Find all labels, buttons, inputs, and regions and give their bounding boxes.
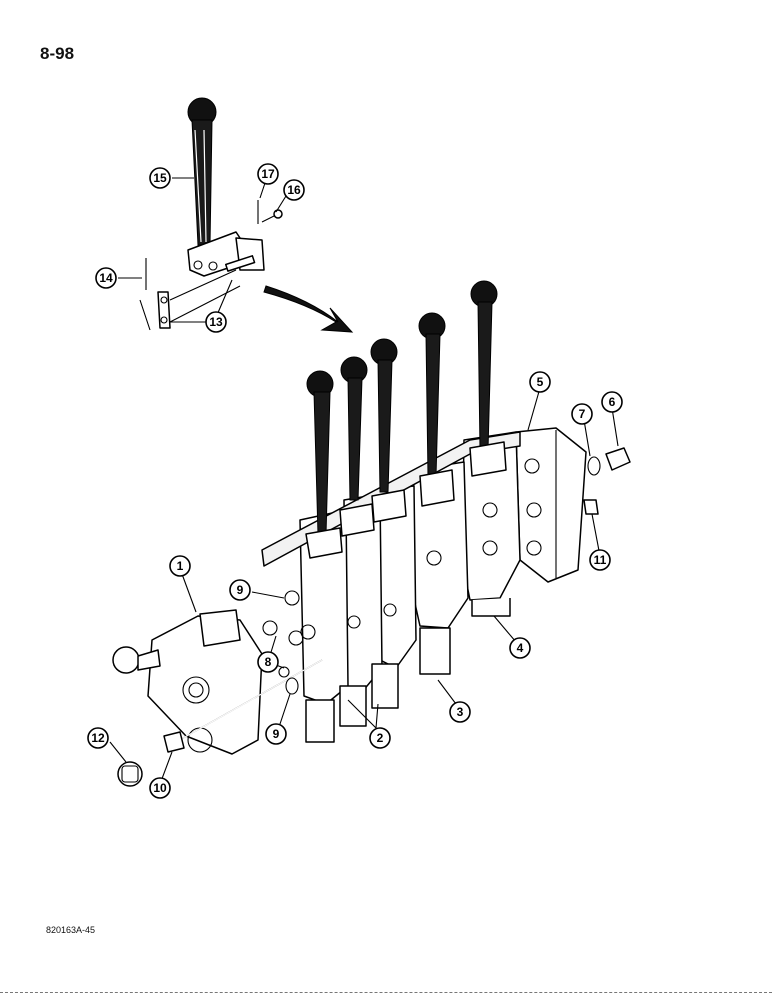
svg-text:13: 13 <box>209 315 223 329</box>
svg-text:17: 17 <box>261 167 275 181</box>
svg-text:7: 7 <box>579 407 586 421</box>
tie-rod-nut <box>163 731 185 753</box>
callout-13: 13 <box>205 311 227 333</box>
svg-text:11: 11 <box>594 553 607 567</box>
leader-lines <box>109 177 619 785</box>
spool-cap-2c <box>371 663 399 709</box>
bottom-rule <box>0 992 772 993</box>
callout-17: 17 <box>257 163 279 185</box>
callout-16: 16 <box>283 179 305 201</box>
svg-text:1: 1 <box>177 559 184 573</box>
svg-text:16: 16 <box>287 183 301 197</box>
o-ring <box>284 590 300 606</box>
assembly-arrow <box>263 285 354 333</box>
spool-cap-3 <box>419 627 451 675</box>
callout-12: 12 <box>87 727 109 749</box>
plug <box>117 761 143 787</box>
spool-cap-2a <box>305 699 335 743</box>
o-ring <box>278 666 290 678</box>
lever-detail-assembly <box>139 97 283 331</box>
callout-14: 14 <box>95 267 117 289</box>
adapter-fitting <box>605 447 631 471</box>
svg-text:9: 9 <box>237 583 244 597</box>
fitting-o-ring <box>587 456 601 476</box>
callout-15: 15 <box>149 167 171 189</box>
o-ring <box>288 630 304 646</box>
svg-text:6: 6 <box>609 395 616 409</box>
callout-9-lower: 9 <box>265 723 287 745</box>
adjust-knob <box>112 646 140 674</box>
svg-text:3: 3 <box>457 705 464 719</box>
relief-valve-cap <box>199 609 241 647</box>
svg-text:9: 9 <box>273 727 280 741</box>
callout-1: 1 <box>169 555 191 577</box>
spool-cap-2b <box>339 685 367 727</box>
callout-11: 11 <box>589 549 611 571</box>
figure-code: 820163A-45 <box>46 925 96 935</box>
svg-text:5: 5 <box>537 375 544 389</box>
callout-4: 4 <box>509 637 531 659</box>
callout-6: 6 <box>601 391 623 413</box>
svg-text:2: 2 <box>377 731 384 745</box>
svg-text:4: 4 <box>517 641 524 655</box>
svg-text:10: 10 <box>153 781 167 795</box>
callout-10: 10 <box>149 777 171 799</box>
callout-8: 8 <box>257 651 279 673</box>
nut-11 <box>583 499 599 515</box>
svg-text:15: 15 <box>153 171 167 185</box>
callout-2: 2 <box>369 727 391 749</box>
callout-9-upper: 9 <box>229 579 251 601</box>
bank-levers <box>305 280 507 559</box>
o-ring <box>262 620 278 636</box>
callout-5: 5 <box>529 371 551 393</box>
svg-text:12: 12 <box>91 731 105 745</box>
o-ring <box>285 677 299 695</box>
outlet-end-cover <box>515 427 587 583</box>
callout-3: 3 <box>449 701 471 723</box>
pin <box>225 255 256 272</box>
callout-7: 7 <box>571 403 593 425</box>
svg-text:8: 8 <box>265 655 272 669</box>
svg-text:14: 14 <box>99 271 113 285</box>
page-number: 8-98 <box>40 44 75 63</box>
